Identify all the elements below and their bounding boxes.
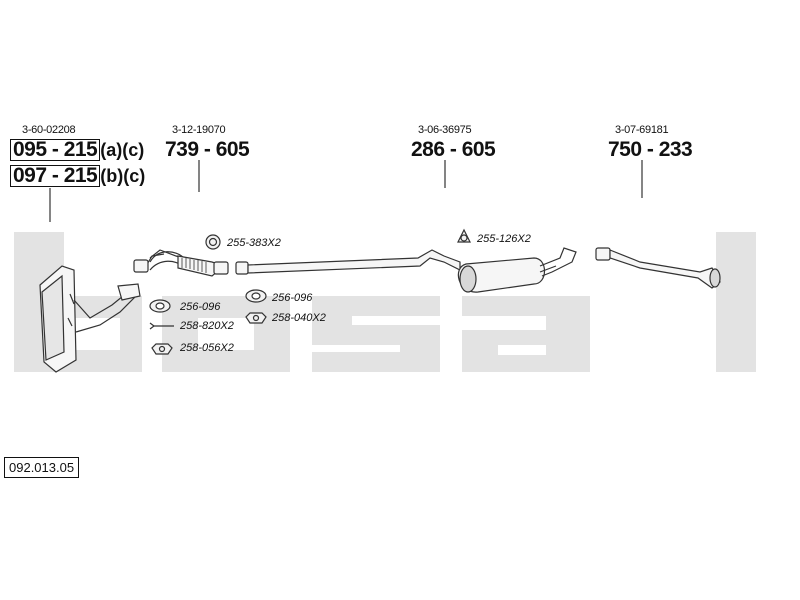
part-row: 097 - 215 (b)(c) bbox=[10, 165, 145, 187]
accessory-label[interactable]: 255-126X2 bbox=[477, 233, 531, 245]
accessory-label[interactable]: 255-383X2 bbox=[227, 237, 281, 249]
nut-icon bbox=[151, 343, 173, 355]
front-pipe-drawing bbox=[177, 255, 229, 277]
accessory-label[interactable]: 258-040X2 bbox=[272, 312, 326, 324]
oe-number: 3-12-19070 bbox=[172, 124, 226, 136]
rear-silencer-drawing bbox=[457, 247, 577, 293]
accessory-label[interactable]: 258-820X2 bbox=[180, 320, 234, 332]
part-suffix: (b)(c) bbox=[100, 165, 146, 186]
clamp-icon bbox=[205, 234, 221, 250]
bolt-icon bbox=[149, 322, 174, 330]
part-number[interactable]: 097 - 215 bbox=[10, 165, 101, 187]
part-number[interactable]: 739 - 605 bbox=[165, 138, 250, 161]
catalytic-converter-drawing bbox=[39, 249, 204, 373]
tail-pipe-drawing bbox=[595, 247, 721, 289]
hanger-icon bbox=[457, 228, 471, 243]
oe-number: 3-07-69181 bbox=[615, 124, 669, 136]
accessory-label[interactable]: 256-096 bbox=[180, 301, 221, 313]
middle-pipe-drawing bbox=[235, 249, 461, 275]
gasket-icon bbox=[149, 299, 171, 313]
part-number[interactable]: 286 - 605 bbox=[411, 138, 496, 161]
accessory-label[interactable]: 256-096 bbox=[272, 292, 313, 304]
oe-number: 3-06-36975 bbox=[418, 124, 472, 136]
part-row: 095 - 215 (a)(c) bbox=[10, 139, 144, 161]
accessory-label[interactable]: 258-056X2 bbox=[180, 342, 234, 354]
drawing-code: 092.013.05 bbox=[4, 457, 80, 478]
part-number[interactable]: 750 - 233 bbox=[608, 138, 693, 161]
gasket-icon bbox=[245, 289, 267, 303]
part-suffix: (a)(c) bbox=[100, 139, 145, 160]
nut-icon bbox=[245, 312, 267, 324]
oe-number: 3-60-02208 bbox=[22, 124, 76, 136]
part-number[interactable]: 095 - 215 bbox=[10, 139, 101, 161]
